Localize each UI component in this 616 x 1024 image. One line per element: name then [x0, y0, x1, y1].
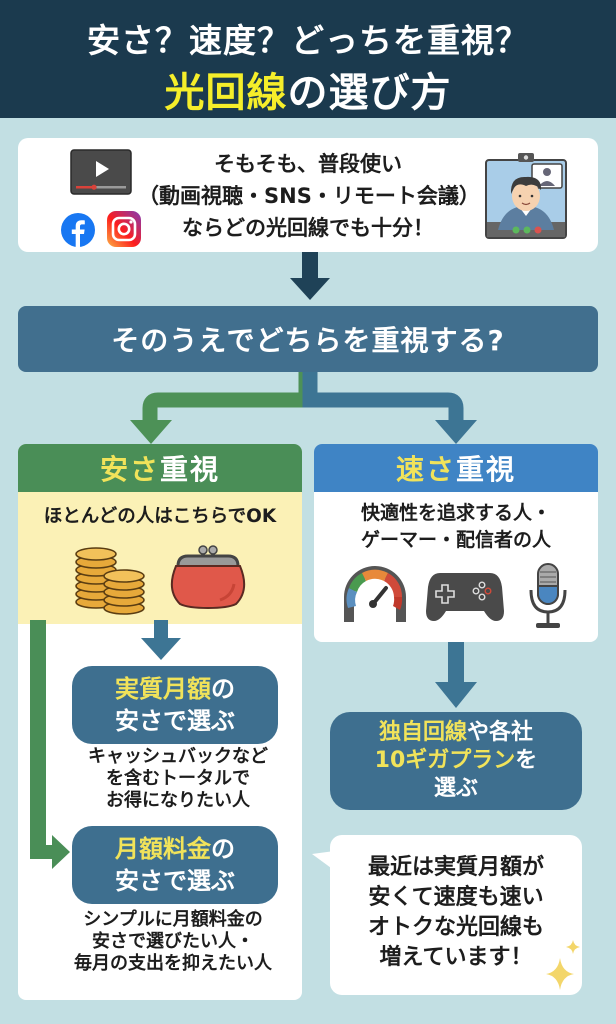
down-arrow-icon	[290, 252, 330, 300]
option-particle: の	[211, 675, 235, 703]
result-line3: 選ぶ	[433, 776, 478, 801]
option-particle: の	[211, 835, 235, 863]
right-turn-arrow-icon	[30, 829, 70, 869]
speed-priority-card: 速さ重視 快適性を追求する人・ ゲーマー・配信者の人	[314, 444, 598, 642]
option-description: キャッシュバックなど を含むトータルで お得になりたい人	[58, 746, 298, 812]
title-highlight: 光回線	[164, 70, 288, 116]
description-line: シンプルに月額料金の	[83, 909, 263, 930]
coin-purse-icon	[170, 545, 246, 610]
tip-line: 最近は実質月額が	[367, 855, 544, 880]
down-arrow-icon	[435, 642, 477, 708]
gamepad-icon	[426, 573, 504, 621]
video-player-icon	[70, 149, 132, 195]
tip-line: オトクな光回線も	[367, 915, 544, 940]
title-rest: 重視	[160, 453, 221, 486]
tip-line: 増えています！	[379, 945, 533, 970]
page-title: 光回線の選び方	[0, 60, 616, 118]
green-connector-line	[30, 620, 46, 845]
intro-line: ならどの光回線でも十分！	[182, 216, 434, 240]
microphone-icon	[529, 563, 567, 628]
result-text: や各社	[467, 720, 534, 745]
title-rest: 重視	[456, 453, 517, 486]
tip-line: 安くて速度も速い	[368, 885, 544, 910]
intro-line: そもそも、普段使い	[214, 152, 402, 176]
header-question: 安さ？速度？どっちを重視？	[87, 21, 529, 60]
subtitle-line: ゲーマー・配信者の人	[360, 529, 551, 551]
speed-option-box: 独自回線や各社 10ギガプランを 選ぶ	[330, 712, 582, 810]
option-highlight: 実質月額	[115, 675, 211, 703]
result-text: を	[515, 748, 538, 773]
option-description: シンプルに月額料金の 安さで選びたい人・ 毎月の支出を抑えたい人	[48, 909, 298, 975]
question-banner: そのうえでどちらを重視する?	[18, 306, 598, 372]
option-title-line1: 実質月額の	[72, 673, 278, 705]
description-line: 毎月の支出を抑えたい人	[74, 953, 272, 974]
result-line2: 10ギガプランを	[330, 747, 582, 775]
price-priority-summary: ほとんどの人はこちらでOK	[18, 492, 302, 624]
description-line: キャッシュバックなど	[88, 746, 268, 767]
instagram-icon	[107, 211, 141, 247]
option-title-line2: 安さで選ぶ	[115, 707, 235, 735]
tip-speech-bubble: 最近は実質月額が 安くて速度も速い オトクな光回線も 増えています！	[330, 835, 582, 995]
result-line1: 独自回線や各社	[330, 719, 582, 747]
description-line: を含むトータルで	[106, 768, 250, 789]
price-priority-subtitle: ほとんどの人はこちらでOK	[43, 506, 277, 527]
result-highlight: 独自回線	[378, 720, 467, 745]
down-arrow-icon	[141, 620, 181, 660]
option-title-line2: 安さで選ぶ	[115, 867, 235, 895]
subtitle-line: 快適性を追求する人・	[360, 502, 551, 524]
intro-line: （動画視聴・SNS・リモート会議）	[138, 184, 480, 208]
speedometer-icon	[344, 566, 406, 622]
speed-priority-subtitle: 快適性を追求する人・ ゲーマー・配信者の人	[314, 500, 598, 554]
title-highlight: 安さ	[99, 453, 160, 486]
description-line: 安さで選びたい人・	[92, 931, 254, 952]
option-highlight: 月額料金	[115, 835, 211, 863]
title-rest: の選び方	[287, 70, 452, 116]
page-header: 安さ？速度？どっちを重視？ 光回線の選び方	[0, 0, 616, 118]
facebook-icon	[61, 213, 95, 247]
description-line: お得になりたい人	[106, 790, 250, 811]
coins-icon	[75, 547, 145, 615]
intro-card: そもそも、普段使い （動画視聴・SNS・リモート会議） ならどの光回線でも十分！	[18, 138, 598, 252]
option-effective-monthly-cost: 実質月額の 安さで選ぶ	[72, 666, 278, 744]
speed-priority-title: 速さ重視	[314, 444, 598, 492]
intro-message: そもそも、普段使い （動画視聴・SNS・リモート会議） ならどの光回線でも十分！	[138, 148, 480, 244]
option-monthly-fee: 月額料金の 安さで選ぶ	[72, 826, 278, 904]
video-call-icon	[485, 153, 567, 239]
sparkle-icon	[546, 940, 580, 990]
branch-arrows-icon	[130, 372, 477, 444]
price-priority-title: 安さ重視	[18, 444, 302, 492]
result-highlight: 10ギガプラン	[374, 748, 516, 773]
option-title-line1: 月額料金の	[72, 833, 278, 865]
tip-text: 最近は実質月額が 安くて速度も速い オトクな光回線も 増えています！	[330, 853, 582, 973]
title-highlight: 速さ	[395, 453, 456, 486]
